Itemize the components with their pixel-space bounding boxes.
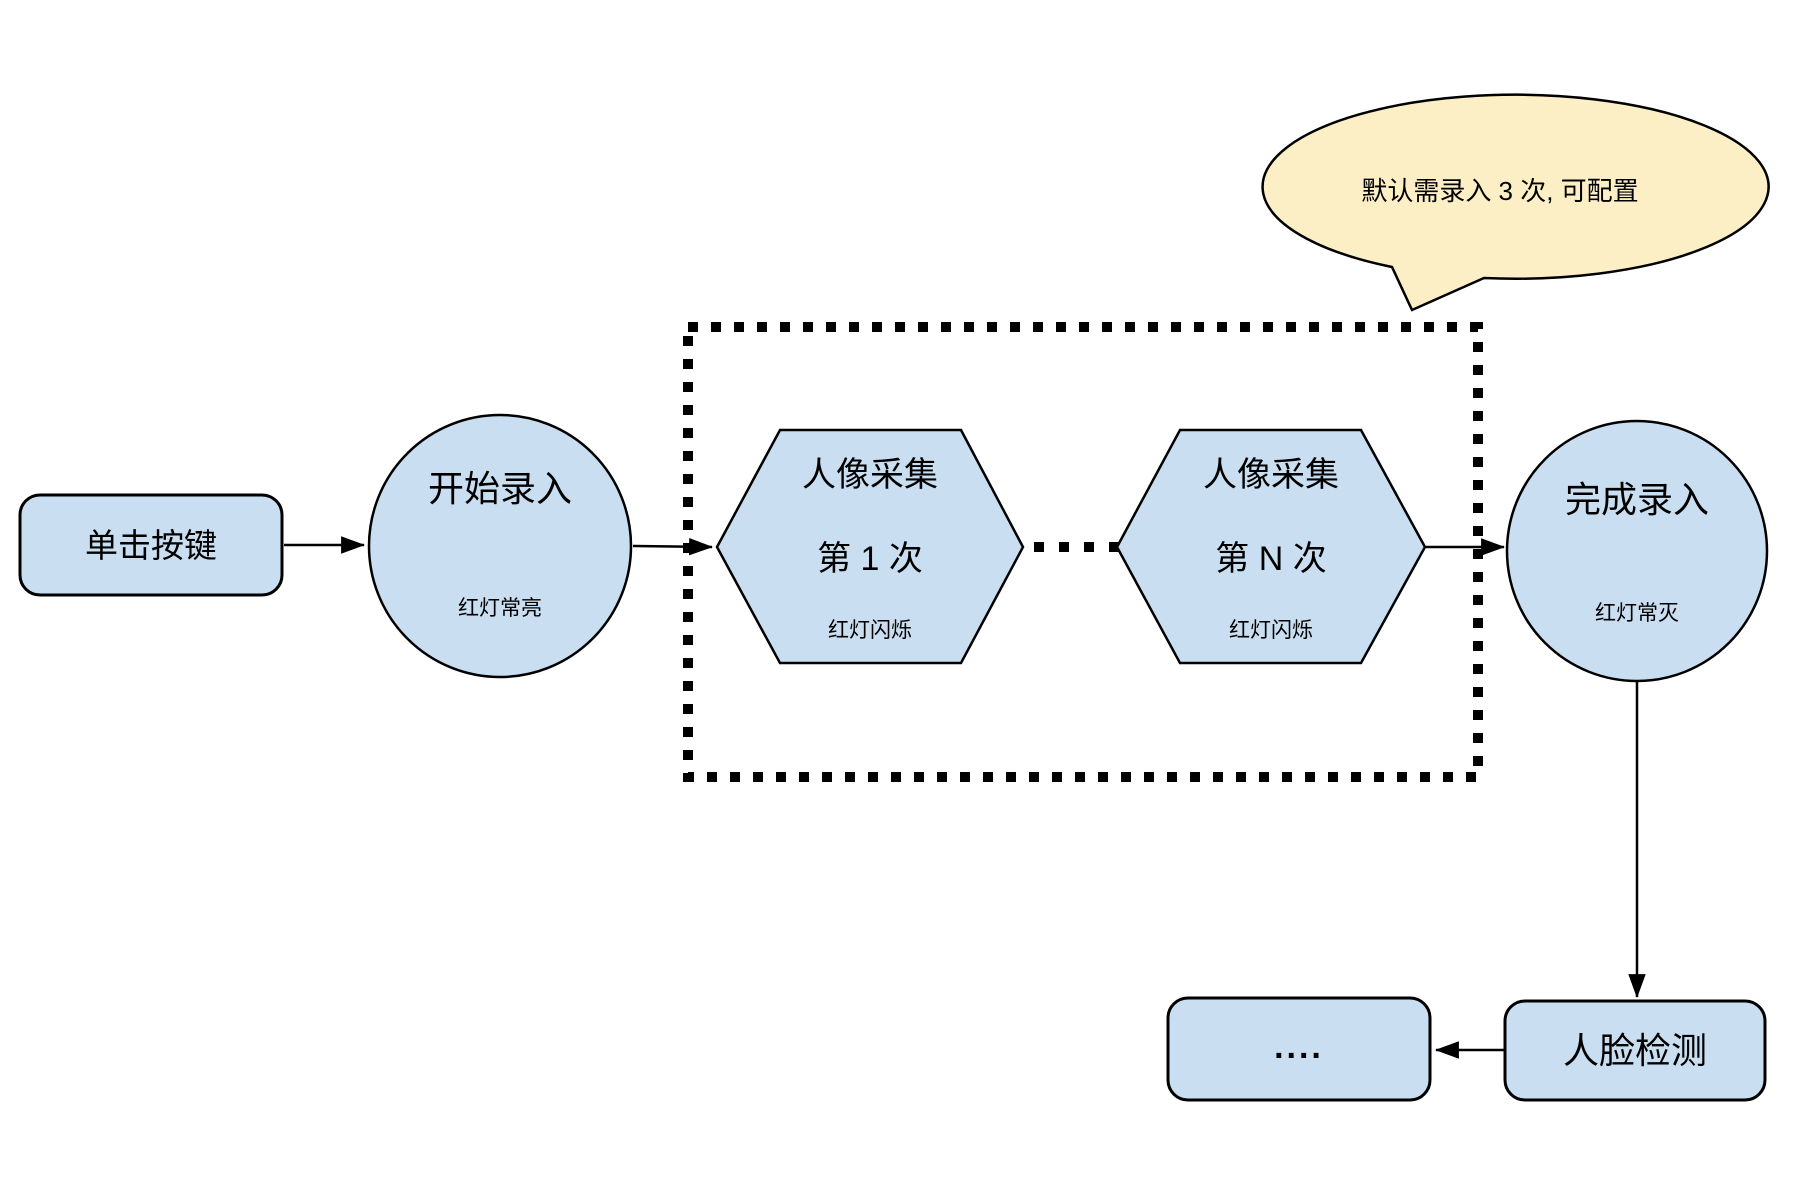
node-capture-first-shape — [715, 428, 1025, 665]
callout-bubble: 默认需录入 3 次, 可配置 — [1261, 93, 1770, 312]
repeat-group-dotted-border — [683, 322, 1483, 782]
node-continuation: .... — [1166, 996, 1432, 1102]
node-capture-nth: 人像采集 第 N 次 红灯闪烁 — [1115, 428, 1427, 665]
node-start-record-status: 红灯常亮 — [458, 597, 542, 620]
node-finish-record-status: 红灯常灭 — [1595, 602, 1679, 625]
node-continuation-label: .... — [1274, 1028, 1324, 1066]
node-click-button: 单击按键 — [18, 493, 284, 597]
node-capture-first-title: 人像采集 — [802, 456, 938, 494]
node-capture-nth-shape — [1115, 428, 1427, 665]
node-start-record-shape — [367, 413, 633, 679]
node-capture-first-count: 第 1 次 — [817, 540, 923, 578]
node-capture-nth-status: 红灯闪烁 — [1229, 619, 1313, 642]
node-start-record: 开始录入 红灯常亮 — [367, 413, 633, 679]
node-continuation-shape — [1166, 996, 1432, 1102]
node-finish-record-shape — [1505, 419, 1769, 683]
node-capture-first-status: 红灯闪烁 — [828, 619, 912, 642]
callout-bubble-shape — [1261, 93, 1770, 312]
node-face-detection-label: 人脸检测 — [1563, 1030, 1707, 1071]
node-click-button-label: 单击按键 — [85, 527, 217, 564]
node-capture-nth-title: 人像采集 — [1203, 456, 1339, 494]
edge-start-to-capture1 — [632, 537, 714, 556]
node-capture-nth-count: 第 N 次 — [1215, 540, 1326, 578]
node-click-button-shape — [18, 493, 284, 597]
callout-text: 默认需录入 3 次, 可配置 — [1361, 176, 1638, 206]
node-face-detection: 人脸检测 — [1503, 999, 1767, 1102]
node-capture-first: 人像采集 第 1 次 红灯闪烁 — [715, 428, 1025, 665]
node-finish-record: 完成录入 红灯常灭 — [1505, 419, 1769, 683]
node-start-record-title: 开始录入 — [428, 468, 572, 509]
node-face-detection-shape — [1503, 999, 1767, 1102]
node-finish-record-title: 完成录入 — [1565, 479, 1709, 520]
